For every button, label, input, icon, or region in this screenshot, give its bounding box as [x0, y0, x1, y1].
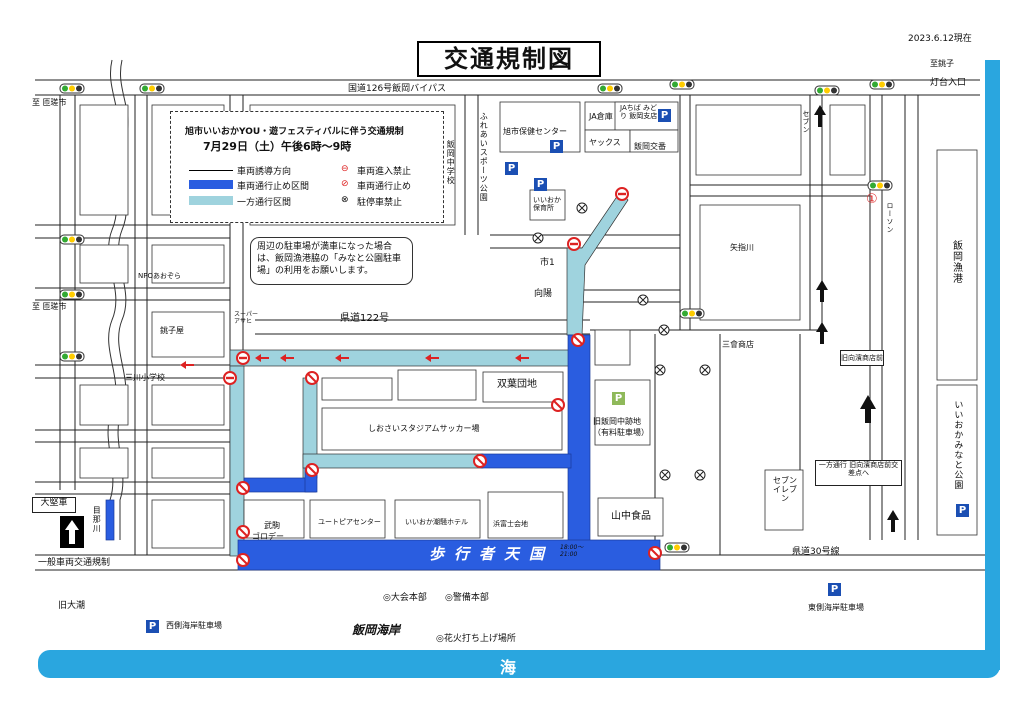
- npo-aozora: NPOあおぞら: [138, 272, 181, 280]
- gorode: ゴロデー: [252, 532, 284, 541]
- east-parking: 東側海岸駐車場: [808, 603, 864, 612]
- point-1: ①: [866, 192, 878, 207]
- iioka-koban: 飯岡交番: [634, 142, 666, 151]
- bypass-label: 国道126号飯岡バイパス: [348, 84, 446, 94]
- hoikusho: いいおか 保育所: [533, 196, 561, 213]
- mekawa: 目那川: [92, 506, 102, 533]
- legend-oneway: 一方通行区間: [237, 198, 292, 208]
- west-parking: 西側海岸駐車場: [166, 621, 222, 630]
- pedestrian-time: 18:00～21:00: [560, 544, 584, 558]
- direction-arrows: [814, 105, 899, 532]
- general-label: 一般車両交通規制: [38, 558, 111, 568]
- oneway-sections: [229, 191, 629, 557]
- iioka-fishing-port: 飯岡漁港: [950, 240, 962, 284]
- ja-chiba: JAちば みどり 飯岡支店: [620, 104, 658, 121]
- legend-stop: 車両通行止め: [357, 182, 412, 192]
- closed-sections: [105, 334, 661, 571]
- shiosai-stadium: しおさいスタジアムサッカー場: [368, 424, 480, 433]
- fureai-park: ふれあいスポーツ公園: [479, 112, 489, 202]
- legend-noparking: 駐停車禁止: [357, 198, 403, 208]
- minato-park: いいおかみなと公園: [952, 400, 963, 490]
- pref30-label: 県道30号線: [792, 547, 840, 557]
- guide-arrows: [180, 354, 529, 369]
- legend-guide-icon: [189, 170, 233, 171]
- shiosai-hotel: いいおか潮騒ホテル: [405, 518, 468, 526]
- iioka-kaigan: 飯岡海岸: [352, 623, 401, 637]
- hoken-center: 旭市保健センター: [503, 127, 567, 136]
- coast-right: [985, 60, 1000, 670]
- hoken-parking-icon: P: [550, 140, 563, 153]
- to-sosa-2: 至 匝瑳市: [32, 302, 67, 311]
- date-label: 2023.6.12現在: [908, 34, 972, 44]
- legend-closed-icon: [189, 180, 233, 189]
- ja-warehouse: JA倉庫: [589, 112, 613, 121]
- to-choshi: 至銚子: [930, 59, 954, 68]
- old-chu-site: 旧飯岡中跡地: [593, 417, 641, 426]
- west-parking-icon: P: [146, 620, 159, 633]
- keibi-honbu: ◎警備本部: [445, 593, 489, 603]
- pref122-label: 県道122号: [340, 313, 390, 324]
- legend-closed: 車両通行止め区間: [237, 182, 310, 192]
- oneway-note: 一方通行 旧向濱商店前交差点へ: [815, 460, 902, 486]
- yakkusu: ヤックス: [589, 138, 621, 147]
- page-title: 交通規制図: [417, 41, 601, 77]
- utopia-center: ユートピアセンター: [318, 518, 381, 526]
- fureai-parking-icon: P: [505, 162, 518, 175]
- legend-heading1: 旭市いいおかYOU・遊フェスティバルに伴う交通規制: [185, 127, 404, 137]
- ja-parking-icon: P: [658, 109, 671, 122]
- legend-stop-icon: ⊘: [341, 179, 349, 189]
- lawson: ローソン: [886, 202, 895, 234]
- oseki-box: 大堅車: [32, 497, 76, 513]
- sea-band: [38, 650, 1000, 678]
- taikai-honbu: ◎大会本部: [383, 593, 427, 603]
- super-asahi: スーパー アサヒ: [234, 311, 258, 325]
- hoikusho-parking-icon: P: [534, 178, 547, 191]
- legend-noentry-icon: ⊖: [341, 164, 349, 174]
- legend-oneway-icon: [189, 196, 233, 205]
- iioka-jhs: 飯岡中学校: [446, 140, 456, 185]
- yamanaka-foods: 山中食品: [611, 511, 651, 522]
- seven: セブン: [802, 110, 811, 134]
- takekoma: 武駒: [264, 521, 280, 530]
- mukohata: 向陽: [534, 289, 553, 299]
- minato-parking-icon: P: [956, 504, 969, 517]
- legend-noentry: 車両進入禁止: [357, 167, 412, 177]
- legend-noparking-icon: ⊗: [341, 195, 349, 205]
- legend-heading2: 7月29日（土）午後6時～9時: [203, 140, 352, 153]
- sea-label: 海: [500, 658, 517, 677]
- traffic-lights: [59, 79, 895, 553]
- parking-notice: 周辺の駐車場が満車になった場合は、飯岡漁港脇の「みなと公園駐車場」の利用をお願い…: [250, 237, 413, 285]
- kyu-mukohama: 旧向濱商店前: [840, 350, 884, 366]
- mikawa-elementary: 三川小学校: [125, 373, 165, 382]
- old-chu-parking-icon: P: [612, 392, 625, 405]
- old-oshio: 旧大潮: [58, 601, 86, 611]
- legend-guide: 車両誘導方向: [237, 167, 292, 177]
- hamafuji: 浜富士会地: [493, 520, 528, 528]
- ichi1: 市1: [540, 258, 555, 268]
- old-chu-sub: （有料駐車場）: [593, 428, 649, 437]
- legend: 旭市いいおかYOU・遊フェスティバルに伴う交通規制 7月29日（土）午後6時～9…: [170, 111, 444, 223]
- yasashigawa: 矢指川: [730, 243, 754, 252]
- lighthouse-label: 灯台入口: [930, 78, 967, 88]
- hanabi-site: ◎花火打ち上げ場所: [436, 634, 516, 644]
- noparking-marks: [532, 202, 711, 481]
- futaba-danchi: 双葉団地: [497, 379, 537, 390]
- stop-signs: [223, 187, 662, 567]
- pedestrian-zone-label: 歩行者天国: [429, 545, 555, 563]
- east-parking-icon: P: [828, 583, 841, 596]
- choshiya: 銚子屋: [160, 326, 184, 335]
- seven-eleven: セブン イレブン: [773, 476, 797, 504]
- sankai-shop: 三會商店: [722, 340, 754, 349]
- to-sosa-1: 至 匝瑳市: [32, 98, 67, 107]
